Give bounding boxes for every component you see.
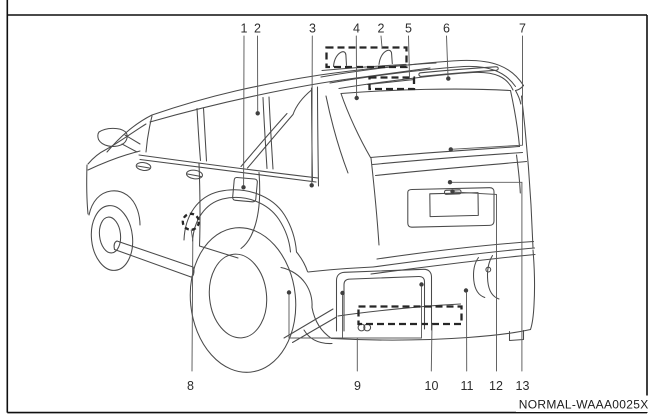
side-windows: [138, 86, 320, 187]
rear-bumper: [280, 249, 536, 344]
leader-6: [446, 35, 451, 81]
hitch-highlight-box: [357, 305, 463, 326]
vehicle-illustration: [86, 49, 536, 373]
liftgate: [370, 95, 536, 275]
figure-code-backing: [516, 395, 653, 412]
callout-label-12: 12: [489, 379, 503, 393]
callout-label-6: 6: [443, 22, 450, 36]
stop-lamp-highlight-box: [368, 76, 416, 91]
roof-crossbar-highlight-box: [325, 46, 408, 69]
rear-spoiler: [320, 59, 525, 105]
mudguard-highlight-circle: [181, 212, 200, 231]
license-plate: [429, 192, 479, 218]
leader-12: [450, 189, 497, 372]
front-door-handle: [135, 162, 152, 171]
doors: [135, 162, 261, 259]
callout-label-7: 7: [519, 22, 526, 36]
callout-label-10: 10: [425, 379, 439, 393]
leader-2-window: [255, 35, 260, 116]
callout-label-2a: 2: [254, 22, 261, 36]
running-board: [113, 240, 195, 278]
callout-label-9: 9: [354, 379, 361, 393]
figure-border: [6, 0, 648, 414]
callout-label-8: 8: [187, 379, 194, 393]
license-plate-recess: [407, 187, 495, 228]
front-body: [86, 123, 147, 226]
leader-7: [448, 35, 523, 152]
fuel-filler-door: [232, 176, 258, 203]
leader-11: [463, 288, 469, 372]
leader-10: [430, 324, 433, 372]
callout-label-1: 1: [241, 22, 248, 36]
callout-label-13: 13: [516, 379, 530, 393]
figure-code: NORMAL-WAAA0025X: [516, 395, 653, 412]
callout-label-3: 3: [309, 22, 316, 36]
callout-label-2b: 2: [378, 22, 385, 36]
callout-label-4: 4: [353, 22, 360, 36]
leader-3: [309, 35, 314, 188]
callout-numbers: 1 2 3 4 2 5 6 7 8 9 10 11 12 13: [187, 22, 529, 394]
leader-1: [241, 35, 246, 190]
leader-2-roof: [380, 35, 383, 48]
callout-label-5: 5: [405, 22, 412, 36]
leader-8: [190, 229, 194, 372]
callout-leaders: [190, 35, 523, 372]
rear-door-handle: [186, 169, 203, 180]
rear-window: [325, 88, 524, 174]
leader-13: [447, 180, 523, 372]
rear-wheel: [183, 189, 333, 373]
leader-5: [408, 35, 410, 78]
figure-code-label: NORMAL-WAAA0025X: [519, 398, 649, 412]
callout-highlights: [181, 46, 463, 326]
callout-label-11: 11: [461, 379, 474, 393]
leader-4: [354, 35, 359, 101]
front-wheel: [90, 205, 134, 271]
leader-9: [286, 282, 424, 372]
